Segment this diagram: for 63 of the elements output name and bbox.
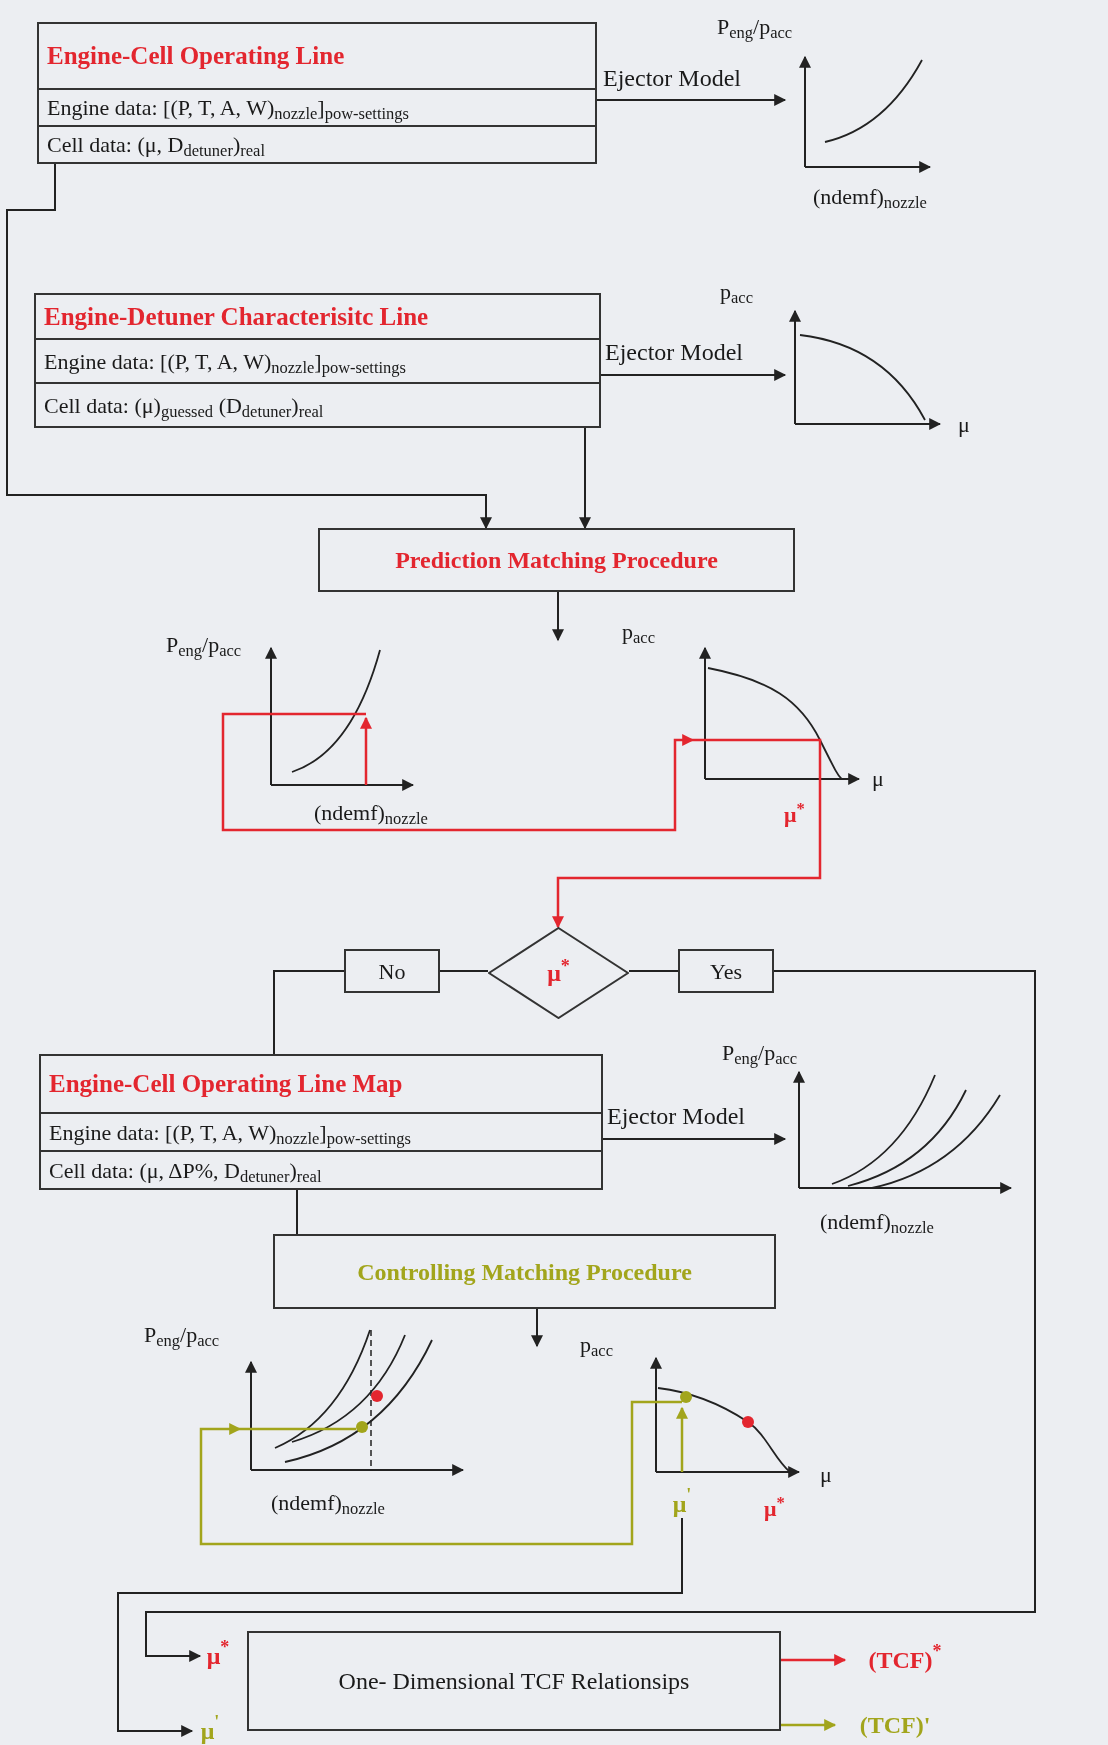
connector-line [296,1189,298,1235]
axis-label: P$_{eng}$/p$_{acc}$ [717,13,793,43]
data-row: Engine data: [(P, T, A, W)$_{nozzle}$]$_{pow-settings}$ [41,1112,601,1150]
data-row: Cell data: (μ, D$_{detuner}$)$_{real}$ [39,125,595,162]
symbol-label: μ$^{*}$ [784,798,805,829]
process-box [247,1631,781,1731]
box-label: Controlling Matching Procedure [357,1257,692,1287]
axis-label: μ [872,765,884,793]
data-row: Engine data: [(P, T, A, W)$_{nozzle}$]$_{pow-settings}$ [36,338,599,382]
connector-line [273,970,345,1055]
process-box [37,22,597,164]
box-label: One- Dimensional TCF Relationsips [338,1667,690,1696]
box-label: No [378,957,406,986]
axis-label: (ndemf)$_{nozzle}$ [271,1489,385,1519]
axis-label: (ndemf)$_{nozzle}$ [314,799,428,829]
process-box [344,949,440,993]
symbol-label: μ$^{'}$ [666,1490,698,1518]
connector-arrow [6,163,492,530]
axis-label: μ [820,1461,832,1489]
decision-label: μ$^{*}$ [547,955,570,988]
box-title: Engine-Detuner Characterisitc Line [43,301,430,332]
box-title: Engine-Cell Operating Line Map [48,1069,404,1100]
connector-arrow [602,1133,787,1145]
process-box [39,1054,603,1190]
process-box [678,949,774,993]
connector-arrow [145,970,1036,1662]
symbol-label: (TCF)$^{*}$ [845,1642,965,1678]
connector-arrow [596,94,787,106]
process-box [273,1234,776,1309]
connector-arrow [781,1654,847,1666]
axis-label: P$_{eng}$/p$_{acc}$ [166,631,242,661]
box-title: Engine-Cell Operating Line [46,41,346,72]
process-box [318,528,795,592]
symbol-label: μ$^{*}$ [764,1492,785,1523]
decision-diamond [488,927,629,1019]
connector-line [628,970,679,972]
data-row: Cell data: (μ, ΔP%, D$_{detuner}$)$_{real}$ [41,1150,601,1188]
connector-arrow [579,427,591,530]
axis-label: (ndemf)$_{nozzle}$ [820,1208,934,1238]
connector-arrow [221,712,695,832]
axis-label: p$_{acc}$ [720,278,753,308]
symbol-label: μ$^{'}$ [192,1715,228,1745]
axis-label: P$_{eng}$/p$_{acc}$ [144,1321,220,1351]
connector-arrow [552,790,822,929]
symbol-label: μ$^{*}$ [200,1640,236,1672]
connector-arrow [531,1308,543,1348]
connector-arrow [552,591,564,642]
process-box [34,293,601,428]
connector-arrow [600,369,787,381]
axis-label: μ [958,411,970,439]
connector-arrow [199,1400,645,1546]
axis-label: (ndemf)$_{nozzle}$ [813,183,927,213]
axis-label: p$_{acc}$ [580,1331,613,1361]
symbol-label: (TCF)' [835,1707,955,1743]
connector-line [439,970,489,972]
connector-arrow [117,1517,683,1737]
axis-label: p$_{acc}$ [622,618,655,648]
data-row: Engine data: [(P, T, A, W)$_{nozzle}$]$_{pow-settings}$ [39,88,595,125]
connector-arrow [781,1719,837,1731]
box-label: Prediction Matching Procedure [395,546,718,575]
data-row: Cell data: (μ)$_{guessed}$ (D$_{detuner}$)$_{real}$ [36,382,599,426]
box-label: Yes [710,957,742,986]
axis-label: P$_{eng}$/p$_{acc}$ [722,1039,798,1069]
